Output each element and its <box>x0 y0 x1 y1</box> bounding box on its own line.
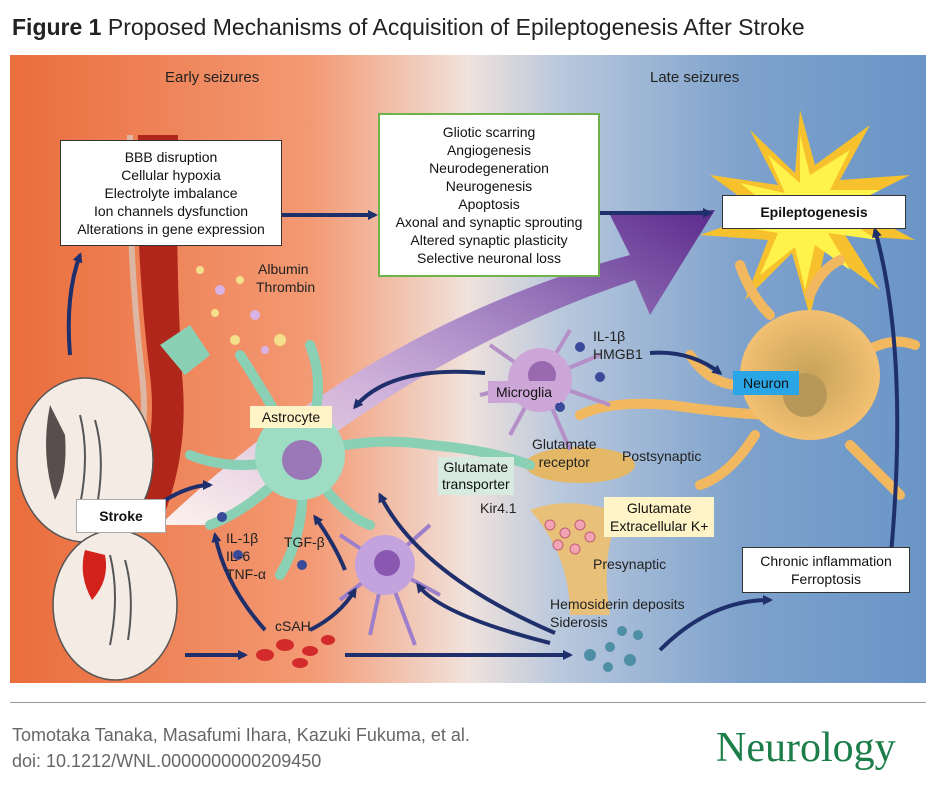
late-change-item: Angiogenesis <box>446 142 532 158</box>
glutamate-k-line2: Extracellular K+ <box>610 518 709 534</box>
late-changes-box: Gliotic scarring Angiogenesis Neurodegen… <box>378 113 600 277</box>
early-change-item: Ion channels dysfunction <box>93 203 249 219</box>
presynaptic-label: Presynaptic <box>593 556 667 572</box>
arrow-tgfb-to-astrocyte <box>313 514 347 571</box>
il1b-cytokine: IL-1β <box>226 530 259 546</box>
arrow-stroke-to-early <box>66 252 83 356</box>
late-change-item: Altered synaptic plasticity <box>410 232 568 248</box>
hmgb1-text: HMGB1 <box>593 346 643 362</box>
cytokine-particles <box>217 342 605 570</box>
astrocyte-label: Astrocyte <box>250 406 332 428</box>
hemosiderin-line1: Hemosiderin deposits <box>550 596 685 612</box>
early-change-item: Cellular hypoxia <box>121 167 221 183</box>
credit-block: Tomotaka Tanaka, Masafumi Ihara, Kazuki … <box>12 722 470 774</box>
stroke-box: Stroke <box>76 499 166 533</box>
glutamate-receptor-line1: Glutamate <box>532 436 597 452</box>
authors-line: Tomotaka Tanaka, Masafumi Ihara, Kazuki … <box>12 725 470 745</box>
early-seizures-label: Early seizures <box>165 69 260 86</box>
glutamate-transporter-line2: transporter <box>442 476 510 492</box>
footer-divider <box>10 702 926 703</box>
arrow-chronic-to-epileptogenesis <box>872 227 900 566</box>
diagram-panel: Early seizures Late seizures BBB disrupt… <box>10 55 926 683</box>
arrow-hemosiderin-to-astrocyte <box>378 492 556 635</box>
postsynaptic-label: Postsynaptic <box>622 448 702 464</box>
cytokines-label: IL-1β IL-6 TNF-α <box>226 529 266 583</box>
thrombin-label: Thrombin <box>256 279 316 295</box>
early-change-item: BBB disruption <box>124 149 218 165</box>
figure-number: Figure 1 <box>12 14 102 40</box>
late-change-item: Neurodegeneration <box>429 160 549 176</box>
glutamate-k-label: Glutamate Extracellular K+ <box>604 497 715 537</box>
late-change-item: Apoptosis <box>458 196 520 212</box>
early-change-item: Alterations in gene expression <box>77 221 265 237</box>
figure-title-text: Proposed Mechanisms of Acquisition of Ep… <box>107 14 805 40</box>
figure-title: Figure 1 Proposed Mechanisms of Acquisit… <box>12 14 805 41</box>
il1b-text: IL-1β <box>593 328 626 344</box>
glutamate-transporter-label: Glutamate transporter <box>438 457 514 495</box>
glutamate-transporter-line1: Glutamate <box>443 459 509 475</box>
postsynaptic-terminal <box>525 447 635 483</box>
il1b-hmgb1-label: IL-1β HMGB1 <box>593 327 643 363</box>
il6-cytokine: IL-6 <box>226 548 251 564</box>
mechanism-arrows <box>66 208 900 660</box>
presynaptic-terminal <box>530 503 620 615</box>
glutamate-k-line1: Glutamate <box>626 500 692 516</box>
arrow-csah-to-astrocyte <box>211 532 267 632</box>
arrow-microglia-to-astrocyte <box>353 369 486 410</box>
red-blood-cells <box>256 635 335 668</box>
csah-label: cSAH <box>275 618 311 634</box>
tnfa-cytokine: TNF-α <box>226 566 266 582</box>
microglia-label: Microglia <box>488 381 561 403</box>
doi-line: doi: 10.1212/WNL.0000000000209450 <box>12 751 322 771</box>
early-changes-box: BBB disruption Cellular hypoxia Electrol… <box>60 140 282 246</box>
albumin-label: Albumin <box>258 261 309 277</box>
epileptogenesis-box: Epileptogenesis <box>722 195 906 229</box>
late-change-item: Axonal and synaptic sprouting <box>395 214 583 230</box>
tgfb-label: TGF-β <box>284 534 325 550</box>
glutamate-receptor-line2: receptor <box>538 454 590 470</box>
chronic-item: Ferroptosis <box>790 571 862 587</box>
inflammatory-cell <box>338 523 441 646</box>
arrow-hemosiderin-to-cell <box>416 582 551 645</box>
late-change-item: Selective neuronal loss <box>417 250 561 266</box>
hemosiderin-line2: Siderosis <box>550 614 608 630</box>
hemosiderin-label: Hemosiderin deposits Siderosis <box>550 595 685 631</box>
neuron-cell <box>575 255 920 500</box>
arrow-microglia-to-neuron <box>649 350 723 375</box>
kir41-label: Kir4.1 <box>480 500 517 516</box>
arrow-hemosiderin-to-chronic <box>658 595 773 652</box>
neuron-label: Neuron <box>733 371 799 395</box>
astrocyte-cell <box>160 325 535 580</box>
late-change-item: Gliotic scarring <box>442 124 536 140</box>
late-seizures-label: Late seizures <box>650 69 740 86</box>
albumin-thrombin-particles <box>196 266 286 354</box>
chronic-item: Chronic inflammation <box>760 553 892 569</box>
chronic-inflammation-box: Chronic inflammation Ferroptosis <box>742 547 910 593</box>
late-change-item: Neurogenesis <box>445 178 533 194</box>
arrow-csah-to-cell <box>309 587 357 632</box>
brain-slice-lower <box>52 529 178 681</box>
hemosiderin-deposits <box>584 626 643 672</box>
journal-logo: Neurology <box>716 725 896 771</box>
early-change-item: Electrolyte imbalance <box>104 185 238 201</box>
glutamate-receptor-label: Glutamate receptor <box>532 435 597 471</box>
synaptic-vesicles <box>544 519 596 555</box>
